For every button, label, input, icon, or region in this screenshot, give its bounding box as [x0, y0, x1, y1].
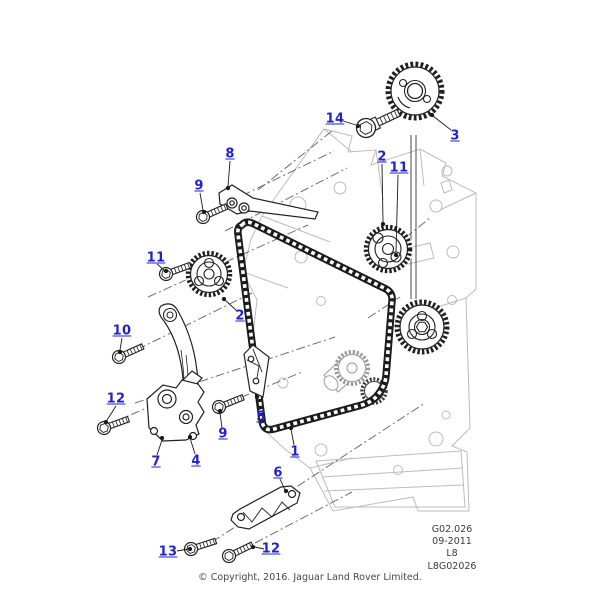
- crankshaft-sprocket: [323, 350, 370, 393]
- chain-guide-lower: [230, 485, 301, 530]
- chain-guide-upper: [218, 184, 319, 220]
- bolt-14: [355, 108, 401, 139]
- callout-1[interactable]: 1: [290, 444, 300, 460]
- callout-2-right[interactable]: 2: [377, 149, 387, 165]
- callout-11-right[interactable]: 11: [389, 160, 409, 176]
- drawing-date: 09-2011: [432, 536, 472, 548]
- bolt-9-upper: [193, 199, 230, 227]
- callout-11-left[interactable]: 11: [146, 250, 166, 266]
- callout-10[interactable]: 10: [112, 323, 132, 339]
- callout-9-upper[interactable]: 9: [194, 178, 204, 194]
- drawing-info-block: G02.026 09-2011 L8 L8G02026: [428, 524, 477, 573]
- drawing-code: L8: [446, 548, 458, 560]
- callout-9-lower[interactable]: 9: [218, 426, 228, 442]
- callout-12-left[interactable]: 12: [106, 391, 126, 407]
- camshaft-alignment-lines: [410, 135, 417, 299]
- bolt-12-left: [95, 412, 132, 437]
- callout-14[interactable]: 14: [325, 111, 345, 127]
- callout-13[interactable]: 13: [158, 544, 178, 560]
- bolt-12-lower: [219, 538, 256, 566]
- assembly-axis-lines: [99, 130, 431, 544]
- drawing-id: L8G02026: [427, 560, 477, 572]
- camshaft-sprocket-2-left: [185, 250, 233, 298]
- camshaft-sprocket-2-right: [363, 224, 413, 274]
- camshaft-sprocket-lower: [394, 299, 450, 355]
- camshaft-sprocket-3: [385, 61, 445, 121]
- bolt-9-lower: [209, 390, 247, 417]
- callout-5[interactable]: 5: [256, 409, 266, 425]
- callout-7[interactable]: 7: [151, 454, 161, 470]
- drawing-number: G02.026: [431, 524, 473, 535]
- callout-12-lower[interactable]: 12: [261, 541, 281, 557]
- callout-4[interactable]: 4: [191, 453, 201, 469]
- leader-lines: [103, 112, 452, 552]
- copyright-line: © Copyright, 2016. Jaguar Land Rover Lim…: [198, 572, 422, 583]
- callout-6[interactable]: 6: [273, 465, 283, 481]
- callout-3[interactable]: 3: [450, 128, 460, 144]
- chain-tensioner: [146, 370, 205, 442]
- callout-8[interactable]: 8: [225, 146, 235, 162]
- bolt-10: [109, 339, 146, 367]
- bolt-13: [182, 534, 219, 558]
- callout-2-left[interactable]: 2: [235, 308, 245, 324]
- chain-guide-small: [243, 344, 270, 398]
